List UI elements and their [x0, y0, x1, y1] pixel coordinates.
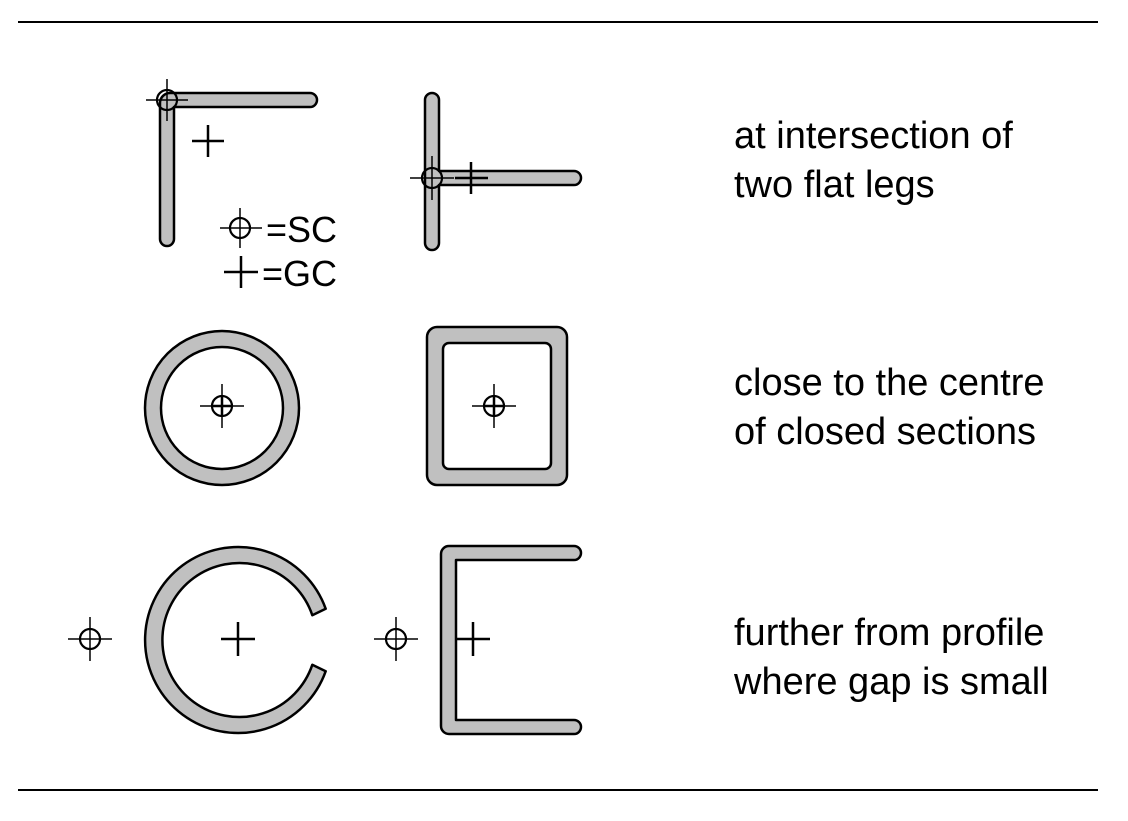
- row3-caption-line2: where gap is small: [733, 661, 1049, 703]
- gravity-centre-marker: [192, 125, 224, 157]
- gc-legend-symbol: [224, 256, 258, 288]
- t-section-profile: [410, 91, 583, 252]
- row1-caption-line1: at intersection of: [734, 115, 1013, 157]
- shear-centre-marker: [146, 79, 188, 121]
- slit-tube-profile: [68, 545, 327, 735]
- row1-caption-line2: two flat legs: [734, 164, 935, 206]
- circular-hollow-section: [143, 329, 301, 487]
- legend: =SC =GC: [220, 208, 337, 294]
- shear-centre-marker: [374, 617, 418, 661]
- rectangular-hollow-section: [425, 325, 569, 487]
- gravity-centre-marker: [221, 622, 255, 656]
- sc-legend-label: =SC: [266, 209, 337, 250]
- row3-caption-line1: further from profile: [734, 612, 1044, 654]
- gravity-centre-marker: [455, 162, 488, 194]
- shear-centre-marker: [410, 156, 454, 200]
- angle-profile: [146, 79, 319, 248]
- row2-caption-line1: close to the centre: [734, 362, 1045, 404]
- sc-legend-symbol: [220, 208, 262, 248]
- row2-caption-line2: of closed sections: [734, 411, 1036, 453]
- gravity-centre-marker: [457, 622, 490, 656]
- gc-legend-label: =GC: [262, 253, 337, 294]
- channel-profile: [374, 544, 583, 736]
- shear-centre-marker: [200, 384, 244, 428]
- shear-centre-marker: [68, 617, 112, 661]
- shear-centre-marker: [472, 384, 516, 428]
